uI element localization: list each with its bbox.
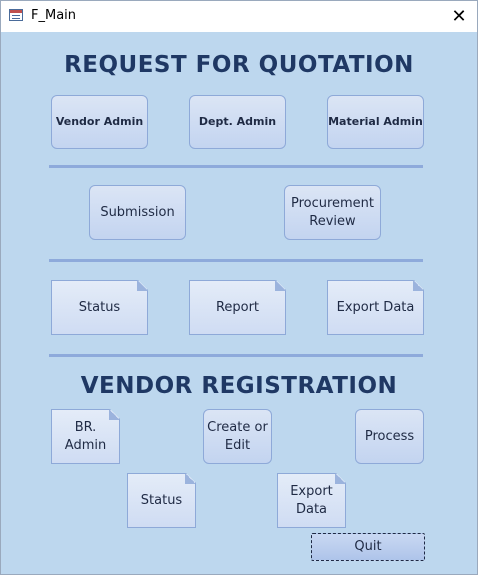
procurement-review-button[interactable]: Procurement Review: [284, 185, 381, 240]
window-title: F_Main: [31, 8, 77, 23]
material-admin-button[interactable]: Material Admin: [327, 95, 424, 149]
create-edit-button[interactable]: Create or Edit: [203, 409, 272, 464]
title-bar: F_Main ✕: [1, 1, 477, 32]
vendor-heading: VENDOR REGISTRATION: [80, 373, 398, 399]
vendor-admin-button[interactable]: Vendor Admin: [51, 95, 148, 149]
form-body: REQUEST FOR QUOTATION Vendor Admin Dept.…: [1, 32, 477, 574]
process-button[interactable]: Process: [355, 409, 424, 464]
submission-button[interactable]: Submission: [89, 185, 186, 240]
section-divider: [49, 354, 423, 357]
quit-button[interactable]: Quit: [311, 533, 425, 561]
close-icon[interactable]: ✕: [451, 6, 467, 27]
report-button[interactable]: Report: [189, 280, 286, 335]
br-admin-button[interactable]: BR. Admin: [51, 409, 120, 464]
export-data-button[interactable]: Export Data: [327, 280, 424, 335]
dept-admin-button[interactable]: Dept. Admin: [189, 95, 286, 149]
vendor-status-button[interactable]: Status: [127, 473, 196, 528]
vendor-export-data-button[interactable]: Export Data: [277, 473, 346, 528]
section-divider: [49, 165, 423, 168]
form-icon: [9, 9, 23, 21]
rfq-heading: REQUEST FOR QUOTATION: [64, 52, 414, 78]
status-report-button[interactable]: Status: [51, 280, 148, 335]
section-divider: [49, 259, 423, 262]
